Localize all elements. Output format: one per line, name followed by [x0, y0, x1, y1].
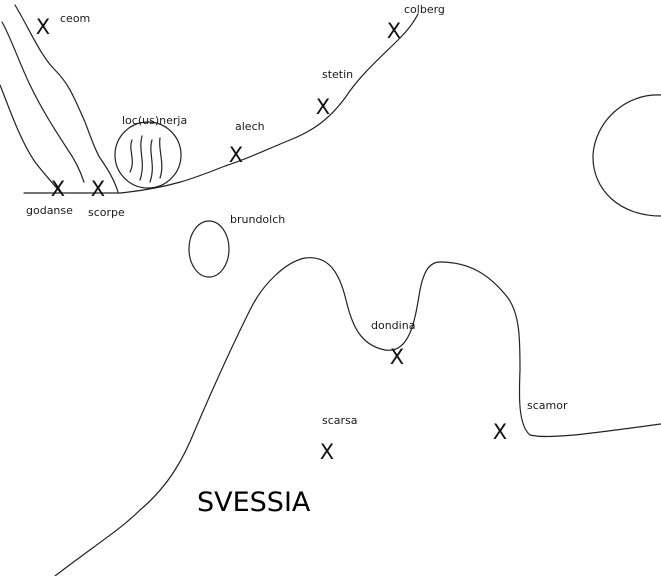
marker-godanse: X [51, 177, 65, 201]
lake-wave-3 [149, 139, 153, 183]
label-godanse: godanse [26, 204, 73, 217]
label-scarsa: scarsa [322, 414, 358, 427]
east-island [592, 94, 661, 217]
marker-scamor: X [493, 420, 507, 444]
lake-wave-4 [159, 137, 163, 179]
river-west-3 [14, 4, 119, 193]
label-ceom: ceom [60, 12, 90, 25]
label-dondina: dondina [371, 319, 415, 332]
island-brundolch [188, 220, 230, 278]
marker-alech: X [229, 143, 243, 167]
north-coastline [23, 13, 419, 194]
marker-dondina: X [390, 345, 404, 369]
label-alech: alech [235, 120, 265, 133]
label-brundolch: brundolch [230, 213, 285, 226]
river-west-1 [0, 84, 61, 193]
marker-stetin: X [316, 95, 330, 119]
label-stetin: stetin [322, 68, 353, 81]
river-west-2 [1, 21, 85, 183]
label-scorpe: scorpe [88, 206, 125, 219]
region-label-svessia: SVESSIA [197, 487, 311, 518]
svessia-coast [54, 257, 661, 576]
label-scamor: scamor [527, 399, 568, 412]
marker-colberg: X [387, 19, 401, 43]
lake-wave-1 [129, 139, 133, 173]
lake-locusnerja [114, 121, 182, 189]
label-locusnerja: loc(us)nerja [122, 114, 187, 127]
lake-wave-2 [139, 135, 143, 181]
marker-scorpe: X [91, 177, 105, 201]
marker-ceom: X [36, 15, 50, 39]
label-colberg: colberg [404, 3, 445, 16]
marker-scarsa: X [320, 440, 334, 464]
